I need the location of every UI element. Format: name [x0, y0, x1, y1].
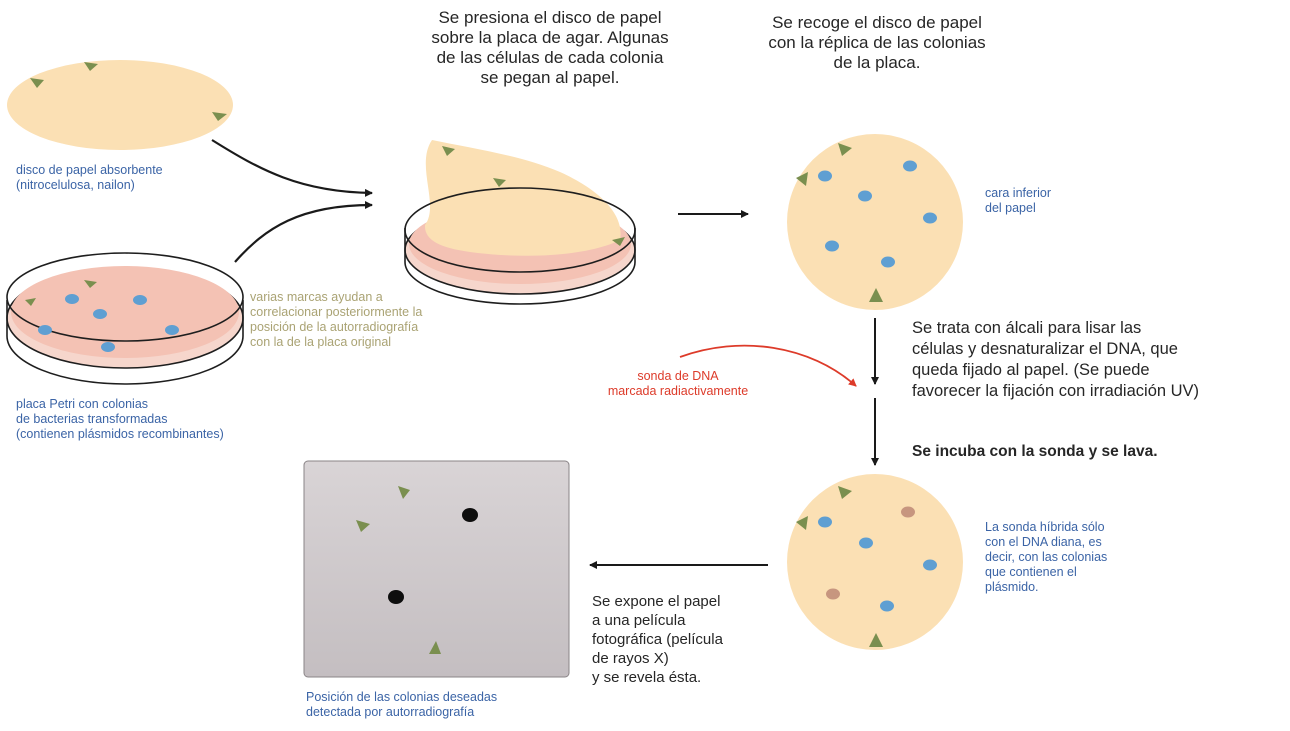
caption-press-paper: Se presiona el disco de papel sobre la p… — [431, 8, 669, 87]
colony-dot — [923, 559, 937, 571]
caption-dna-probe: sonda de DNA marcada radiactivamente — [607, 369, 749, 398]
marker-triangle — [25, 298, 36, 306]
marker-triangle — [869, 288, 883, 302]
caption-probe-hybridizes: La sonda híbrida sólo con el DNA diana, … — [985, 520, 1108, 594]
petri-dish-original — [6, 252, 244, 385]
colony-dot — [93, 309, 107, 319]
marker-triangle — [84, 62, 98, 71]
paper-underside-circle — [787, 134, 963, 310]
caption-collect-paper: Se recoge el disco de papel con la répli… — [768, 13, 986, 72]
colony-dot — [880, 600, 894, 612]
merge-arrows — [211, 139, 373, 263]
marker-triangle — [612, 237, 625, 246]
marker-triangle — [869, 633, 883, 647]
caption-alkali-treatment: Se trata con álcali para lisar las célul… — [912, 319, 1200, 400]
colony-dot — [923, 212, 937, 224]
caption-expose-paper: Se expone el papel a una película fotogr… — [592, 593, 723, 686]
colony-dot — [165, 325, 179, 335]
hybrid-colony-dot — [826, 588, 840, 600]
colony-dot — [903, 160, 917, 172]
paper-pressed-on-dish — [404, 140, 636, 305]
colony-dot — [818, 516, 832, 528]
colony-dot — [101, 342, 115, 352]
marker-triangle — [429, 641, 441, 654]
colony-dot — [825, 240, 839, 252]
marker-triangle — [30, 78, 44, 88]
colony-dot — [881, 256, 895, 268]
colony-dot — [818, 170, 832, 182]
colony-dot — [65, 294, 79, 304]
dna-probe-arrow — [679, 344, 857, 387]
colony-dot — [133, 295, 147, 305]
autoradiography-film — [303, 460, 570, 678]
marker-triangle — [84, 280, 97, 288]
caption-paper-underside: cara inferior del papel — [985, 186, 1051, 215]
absorbent-paper-disc — [7, 60, 233, 150]
marker-triangle — [212, 112, 227, 121]
caption-petri-dish: placa Petri con colonias de bacterias tr… — [16, 397, 224, 441]
marker-triangle — [838, 143, 852, 156]
marker-triangle — [398, 486, 410, 499]
marker-triangle — [493, 178, 506, 187]
marker-triangle — [442, 146, 455, 156]
colony-dot — [858, 190, 872, 202]
caption-incubate-probe: Se incuba con la sonda y se lava. — [912, 443, 1158, 460]
marker-triangle — [796, 516, 808, 530]
hybrid-colony-dot — [901, 506, 915, 518]
colony-dot — [38, 325, 52, 335]
colony-dot — [859, 537, 873, 549]
caption-autoradiography-position: Posición de las colonias deseadas detect… — [306, 690, 498, 719]
caption-absorbent-disc: disco de papel absorbente (nitrocelulosa… — [16, 163, 163, 192]
marker-triangle — [838, 486, 852, 499]
exposed-spot — [462, 508, 478, 522]
caption-marks-note: varias marcas ayudan a correlacionar pos… — [250, 290, 423, 349]
hybridized-paper-circle — [787, 474, 963, 650]
marker-triangle — [796, 172, 808, 186]
marker-triangle — [356, 520, 370, 532]
exposed-spot — [388, 590, 404, 604]
